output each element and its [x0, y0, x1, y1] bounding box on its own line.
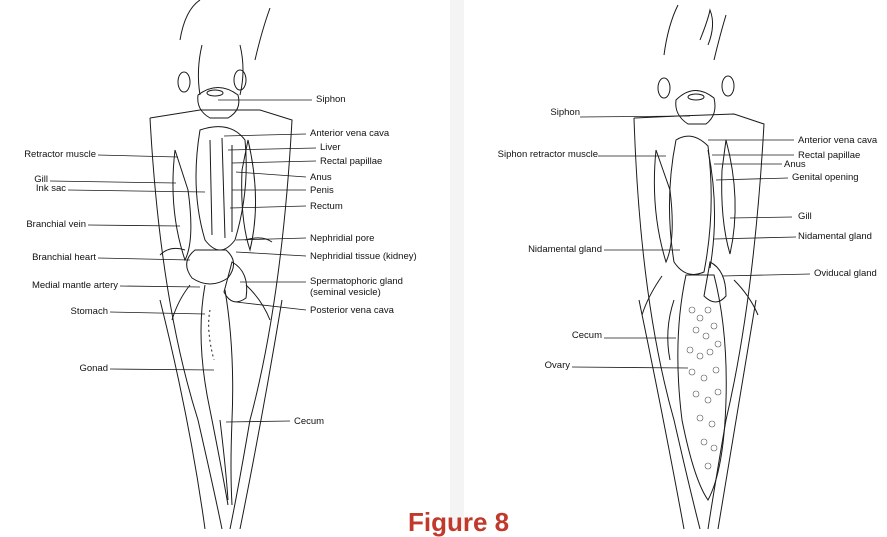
label-anus: Anus	[784, 159, 806, 170]
label-rectal-papillae: Rectal papillae	[320, 156, 382, 167]
label-siphon: Siphon	[316, 94, 346, 105]
label-ovary: Ovary	[545, 360, 570, 371]
label-nidamental-gland-right: Nidamental gland	[798, 231, 872, 242]
label-gill: Gill	[798, 211, 812, 222]
label-siphon-retractor-muscle: Siphon retractor muscle	[498, 149, 598, 160]
label-posterior-vena-cava: Posterior vena cava	[310, 305, 394, 316]
panel-divider	[450, 0, 464, 529]
male-squid-panel: Retractor muscle Gill Ink sac Branchial …	[0, 0, 450, 529]
label-penis: Penis	[310, 185, 334, 196]
label-seminal-vesicle: (seminal vesicle)	[310, 287, 381, 298]
label-nidamental-gland: Nidamental gland	[528, 244, 602, 255]
label-retractor-muscle: Retractor muscle	[24, 149, 96, 160]
label-cecum: Cecum	[572, 330, 602, 341]
figure-caption: Figure 8	[408, 507, 509, 537]
label-siphon: Siphon	[550, 107, 580, 118]
female-squid-panel: Siphon Siphon retractor muscle Nidamenta…	[464, 0, 887, 529]
label-nephridial-tissue: Nephridial tissue (kidney)	[310, 251, 417, 262]
label-anterior-vena-cava: Anterior vena cava	[798, 135, 877, 146]
label-oviducal-gland: Oviducal gland	[814, 268, 877, 279]
label-branchial-heart: Branchial heart	[32, 252, 96, 263]
label-cecum: Cecum	[294, 416, 324, 427]
label-anus: Anus	[310, 172, 332, 183]
label-stomach: Stomach	[71, 306, 109, 317]
label-rectum: Rectum	[310, 201, 343, 212]
label-gonad: Gonad	[79, 363, 108, 374]
label-nephridial-pore: Nephridial pore	[310, 233, 374, 244]
label-ink-sac: Ink sac	[36, 183, 66, 194]
label-genital-opening: Genital opening	[792, 172, 859, 183]
label-liver: Liver	[320, 142, 341, 153]
label-branchial-vein: Branchial vein	[26, 219, 86, 230]
female-squid-drawing	[464, 0, 887, 529]
label-anterior-vena-cava: Anterior vena cava	[310, 128, 389, 139]
label-medial-mantle-artery: Medial mantle artery	[32, 280, 118, 291]
label-spermatophoric-gland: Spermatophoric gland	[310, 276, 403, 287]
male-squid-drawing	[0, 0, 450, 529]
label-rectal-papillae: Rectal papillae	[798, 150, 860, 161]
